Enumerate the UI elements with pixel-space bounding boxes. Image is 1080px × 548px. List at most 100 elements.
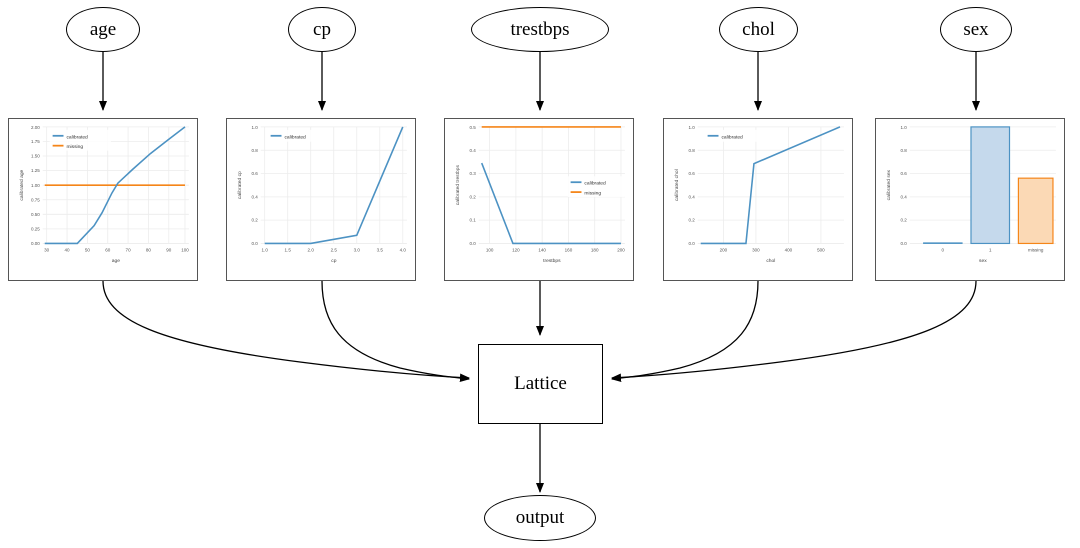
- svg-text:0.6: 0.6: [900, 171, 907, 176]
- svg-text:0.8: 0.8: [688, 148, 695, 153]
- svg-text:0.8: 0.8: [900, 148, 907, 153]
- svg-text:sex: sex: [979, 259, 987, 264]
- node-output[interactable]: output: [484, 495, 596, 541]
- node-sex-label: sex: [963, 18, 989, 40]
- svg-text:2.00: 2.00: [31, 125, 40, 130]
- svg-text:90: 90: [166, 247, 172, 252]
- svg-text:0.75: 0.75: [31, 197, 40, 202]
- svg-text:calibrated: calibrated: [284, 134, 306, 140]
- svg-text:500: 500: [817, 247, 825, 252]
- svg-text:0: 0: [942, 247, 945, 252]
- svg-text:calibrated age: calibrated age: [19, 169, 25, 200]
- svg-text:0.4: 0.4: [900, 194, 907, 199]
- svg-text:2.0: 2.0: [308, 247, 315, 252]
- svg-text:0.6: 0.6: [251, 171, 258, 176]
- svg-text:calibrated: calibrated: [721, 134, 743, 140]
- svg-text:0.4: 0.4: [469, 148, 476, 153]
- svg-text:0.00: 0.00: [31, 241, 40, 246]
- svg-text:60: 60: [105, 247, 111, 252]
- svg-text:calibrated sex: calibrated sex: [886, 169, 892, 200]
- svg-text:4.0: 4.0: [400, 247, 407, 252]
- svg-text:180: 180: [591, 247, 599, 252]
- svg-text:0.5: 0.5: [469, 125, 476, 130]
- node-cp-label: cp: [313, 18, 331, 40]
- svg-text:missing: missing: [584, 191, 601, 197]
- svg-text:120: 120: [512, 247, 520, 252]
- svg-text:0.2: 0.2: [900, 218, 907, 223]
- svg-text:missing: missing: [1028, 247, 1044, 252]
- svg-text:calibrated: calibrated: [584, 181, 606, 187]
- svg-text:100: 100: [181, 247, 189, 252]
- svg-text:1.50: 1.50: [31, 154, 40, 159]
- svg-text:3.5: 3.5: [377, 247, 384, 252]
- svg-text:calibrated chol: calibrated chol: [674, 169, 680, 201]
- svg-text:70: 70: [126, 247, 132, 252]
- node-trestbps[interactable]: trestbps: [471, 7, 609, 52]
- svg-text:0.3: 0.3: [469, 171, 476, 176]
- node-cp[interactable]: cp: [288, 7, 356, 52]
- bar-sex-1: [970, 126, 1011, 245]
- bar-sex-0: [923, 242, 963, 244]
- svg-text:0.4: 0.4: [251, 194, 258, 199]
- svg-text:140: 140: [538, 247, 546, 252]
- svg-text:chol: chol: [766, 258, 775, 264]
- node-lattice[interactable]: Lattice: [478, 344, 603, 424]
- svg-text:3.0: 3.0: [354, 247, 361, 252]
- svg-text:cp: cp: [331, 259, 336, 264]
- svg-text:calibrated: calibrated: [66, 134, 88, 140]
- svg-text:0.1: 0.1: [469, 218, 476, 223]
- node-trestbps-label: trestbps: [510, 18, 570, 40]
- svg-text:age: age: [112, 259, 120, 264]
- edge-ageplot-to-lattice: [102, 280, 470, 382]
- svg-text:300: 300: [752, 247, 760, 252]
- svg-text:30: 30: [44, 247, 50, 252]
- node-sex[interactable]: sex: [940, 7, 1012, 52]
- svg-text:1.25: 1.25: [31, 168, 40, 173]
- svg-text:1.5: 1.5: [285, 247, 292, 252]
- svg-text:1.0: 1.0: [688, 125, 695, 130]
- svg-text:0.8: 0.8: [251, 148, 258, 153]
- svg-text:0.0: 0.0: [688, 241, 695, 246]
- svg-text:40: 40: [65, 247, 71, 252]
- svg-text:0.0: 0.0: [469, 241, 476, 246]
- svg-text:1: 1: [989, 247, 992, 252]
- svg-text:calibrated cp: calibrated cp: [237, 171, 243, 199]
- trestbps-chart: calibrated missing 0.00.1 0.20.3 0.40.5 …: [455, 125, 625, 264]
- node-age[interactable]: age: [66, 7, 140, 52]
- svg-text:100: 100: [486, 247, 494, 252]
- node-lattice-label: Lattice: [514, 373, 567, 394]
- svg-text:1.75: 1.75: [31, 139, 40, 144]
- edge-cholplot-to-lattice: [611, 280, 759, 382]
- svg-text:0.50: 0.50: [31, 212, 40, 217]
- svg-text:0.2: 0.2: [688, 218, 695, 223]
- node-age-label: age: [89, 18, 117, 40]
- svg-text:calibrated trestbps: calibrated trestbps: [455, 165, 461, 206]
- node-chol[interactable]: chol: [719, 7, 798, 52]
- svg-text:0.2: 0.2: [469, 194, 476, 199]
- svg-text:1.00: 1.00: [31, 183, 40, 188]
- edge-sexplot-to-lattice: [611, 280, 977, 382]
- bar-sex-missing: [1017, 177, 1054, 245]
- node-chol-label: chol: [742, 18, 775, 40]
- svg-text:0.25: 0.25: [31, 227, 40, 232]
- svg-text:0.4: 0.4: [688, 194, 695, 199]
- svg-text:400: 400: [785, 247, 793, 252]
- svg-text:80: 80: [146, 247, 152, 252]
- svg-text:0.2: 0.2: [251, 218, 258, 223]
- edge-cpplot-to-lattice: [321, 280, 470, 383]
- svg-text:2.5: 2.5: [331, 247, 338, 252]
- svg-text:1.0: 1.0: [251, 125, 258, 130]
- age-chart: calibrated missing 0.000.25 0.500.75 1.0…: [19, 125, 189, 264]
- svg-text:trestbps: trestbps: [543, 258, 561, 264]
- svg-text:50: 50: [85, 247, 91, 252]
- node-output-label: output: [515, 507, 565, 528]
